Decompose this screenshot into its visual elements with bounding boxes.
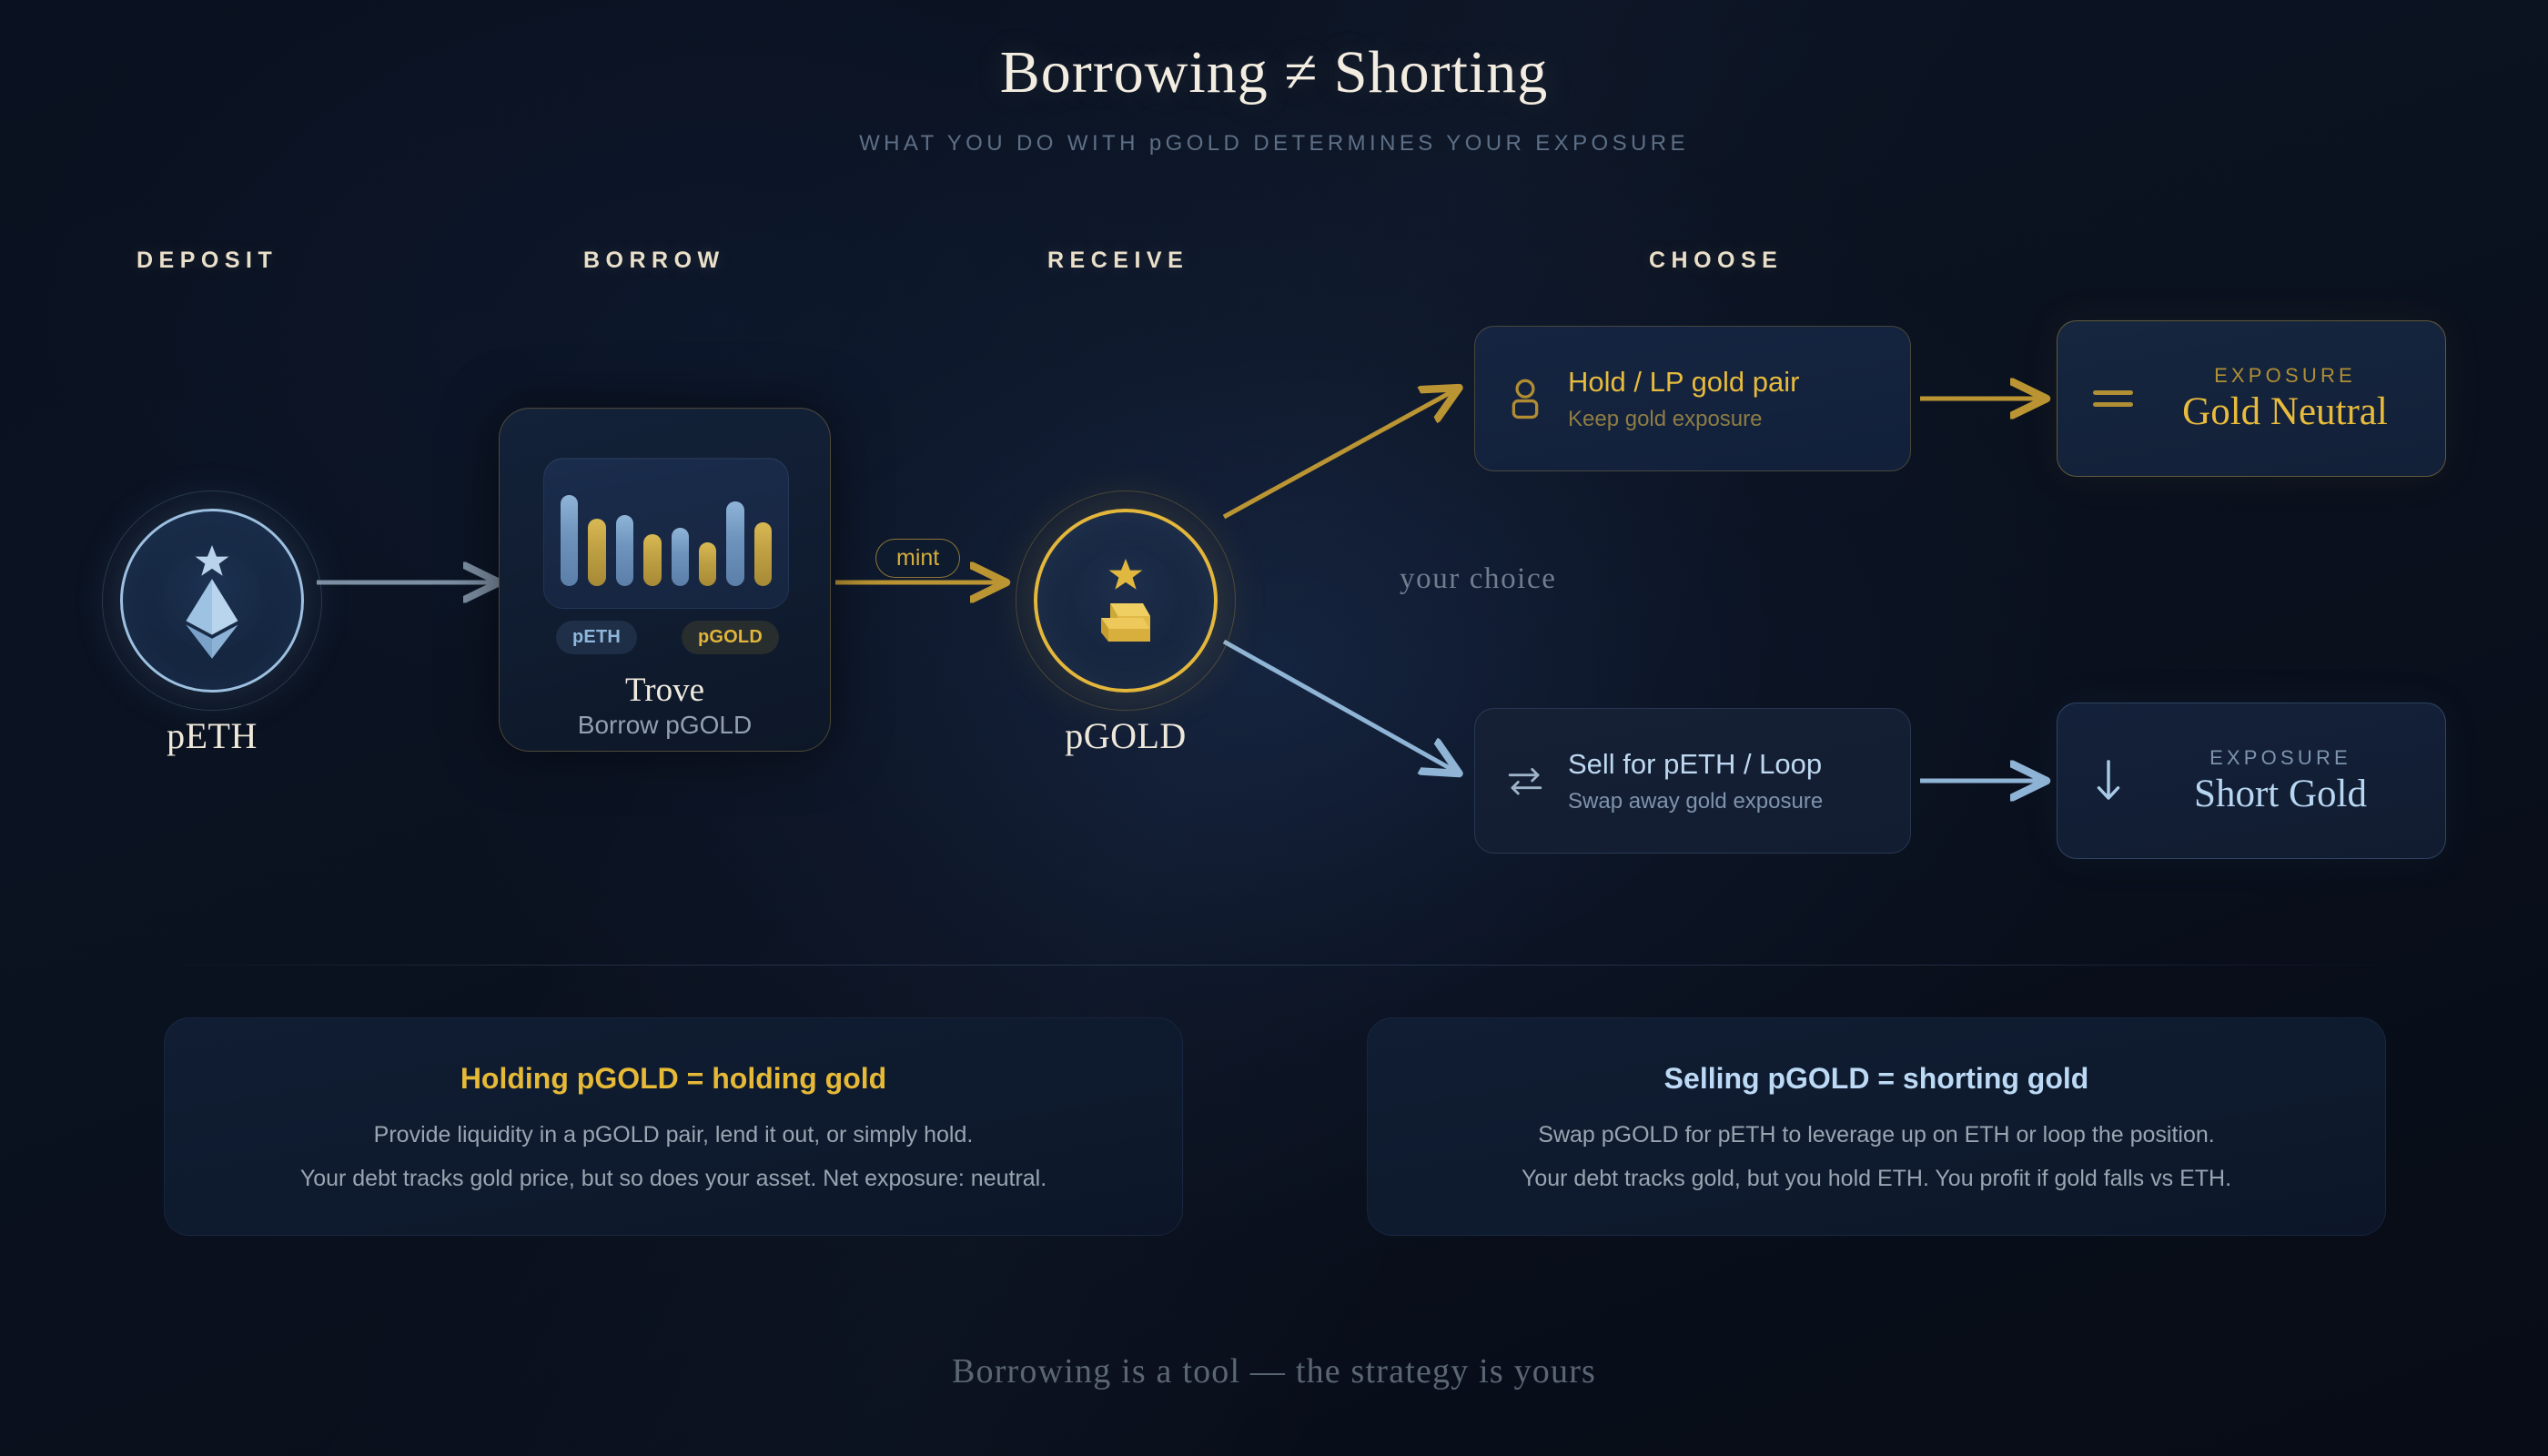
- bar-pgold-4: [753, 522, 772, 586]
- stage-label-borrow: BORROW: [583, 248, 725, 273]
- bar-peth-1: [561, 495, 579, 586]
- arrow-down-icon: [2092, 759, 2125, 803]
- choice-sell-title: Sell for pETH / Loop: [1568, 747, 1823, 780]
- panel-selling-title: Selling pGOLD = shorting gold: [1663, 1062, 2089, 1095]
- choice-card-hold[interactable]: Hold / LP gold pair Keep gold exposure: [1474, 326, 1911, 471]
- stage-label-deposit: DEPOSIT: [136, 248, 278, 273]
- exposure-kicker: EXPOSURE: [2209, 745, 2351, 769]
- exposure-value: Short Gold: [2194, 772, 2367, 815]
- choice-hold-text: Hold / LP gold pair Keep gold exposure: [1568, 366, 1799, 432]
- choice-hold-title: Hold / LP gold pair: [1568, 365, 1800, 398]
- mint-label: mint: [875, 539, 961, 578]
- legend-chip-peth: pETH: [556, 621, 638, 654]
- star-icon: [191, 541, 233, 582]
- bar-pgold-1: [588, 519, 606, 586]
- panel-holding-line1: Provide liquidity in a pGOLD pair, lend …: [373, 1122, 974, 1148]
- exposure-kicker: EXPOSURE: [2214, 363, 2356, 387]
- choice-card-sell[interactable]: Sell for pETH / Loop Swap away gold expo…: [1474, 708, 1911, 854]
- exposure-short-gold-text: EXPOSURE Short Gold: [2150, 746, 2411, 815]
- footer-tagline: Borrowing is a tool — the strategy is yo…: [951, 1352, 1597, 1390]
- choice-hold-subtitle: Keep gold exposure: [1568, 406, 1763, 431]
- choice-sell-text: Sell for pETH / Loop Swap away gold expo…: [1568, 748, 1823, 814]
- trove-subtitle: Borrow pGOLD: [577, 711, 753, 739]
- star-icon: [1105, 554, 1147, 596]
- panel-selling-line2: Your debt tracks gold, but you hold ETH.…: [1521, 1166, 2232, 1191]
- bar-pgold-3: [698, 542, 717, 586]
- pgold-circle: [1034, 509, 1218, 693]
- node-pgold[interactable]: pGOLD: [1016, 490, 1236, 756]
- branch-label: your choice: [1400, 562, 1557, 595]
- eth-diamond-icon: [181, 577, 243, 661]
- card-trove[interactable]: pETH pGOLD Trove Borrow pGOLD: [499, 408, 831, 752]
- trove-bar-chart: [543, 458, 789, 609]
- legend-chip-pgold: pGOLD: [682, 621, 779, 654]
- stage-label-choose: CHOOSE: [1649, 248, 1784, 273]
- panel-holding-title: Holding pGOLD = holding gold: [460, 1062, 887, 1095]
- bar-peth-2: [615, 515, 634, 586]
- trove-legend: pETH pGOLD: [556, 621, 779, 654]
- peth-caption: pETH: [167, 715, 258, 756]
- panel-holding-pgold: Holding pGOLD = holding gold Provide liq…: [164, 1017, 1183, 1236]
- exposure-badge-short-gold[interactable]: EXPOSURE Short Gold: [2057, 703, 2446, 859]
- bar-pgold-2: [643, 534, 662, 586]
- swap-arrows-icon: [1506, 763, 1544, 798]
- panel-holding-line2: Your debt tracks gold price, but so does…: [299, 1166, 1047, 1191]
- equals-icon: [2092, 385, 2134, 412]
- panel-selling-line1: Swap pGOLD for pETH to leverage up on ET…: [1538, 1122, 2215, 1148]
- person-icon: [1506, 378, 1544, 420]
- page-subtitle: WHAT YOU DO WITH pGOLD DETERMINES YOUR E…: [859, 131, 1689, 156]
- trove-title: Trove: [624, 672, 705, 709]
- bar-peth-3: [671, 528, 689, 586]
- exposure-value: Gold Neutral: [2182, 389, 2388, 433]
- exposure-gold-neutral-text: EXPOSURE Gold Neutral: [2159, 364, 2411, 433]
- panel-selling-pgold: Selling pGOLD = shorting gold Swap pGOLD…: [1367, 1017, 2386, 1236]
- section-divider: [146, 965, 2402, 966]
- bar-peth-4: [726, 501, 744, 586]
- node-peth[interactable]: pETH: [102, 490, 322, 756]
- peth-outer-ring: [102, 490, 322, 711]
- page-title: Borrowing ≠ Shorting: [999, 39, 1549, 106]
- peth-circle: [120, 509, 304, 693]
- pgold-caption: pGOLD: [1065, 715, 1187, 756]
- stage-label-receive: RECEIVE: [1047, 248, 1189, 273]
- choice-sell-subtitle: Swap away gold exposure: [1568, 788, 1824, 814]
- pgold-outer-ring: [1016, 490, 1236, 711]
- gold-bar-icon: [1092, 598, 1159, 647]
- exposure-badge-gold-neutral[interactable]: EXPOSURE Gold Neutral: [2057, 320, 2446, 477]
